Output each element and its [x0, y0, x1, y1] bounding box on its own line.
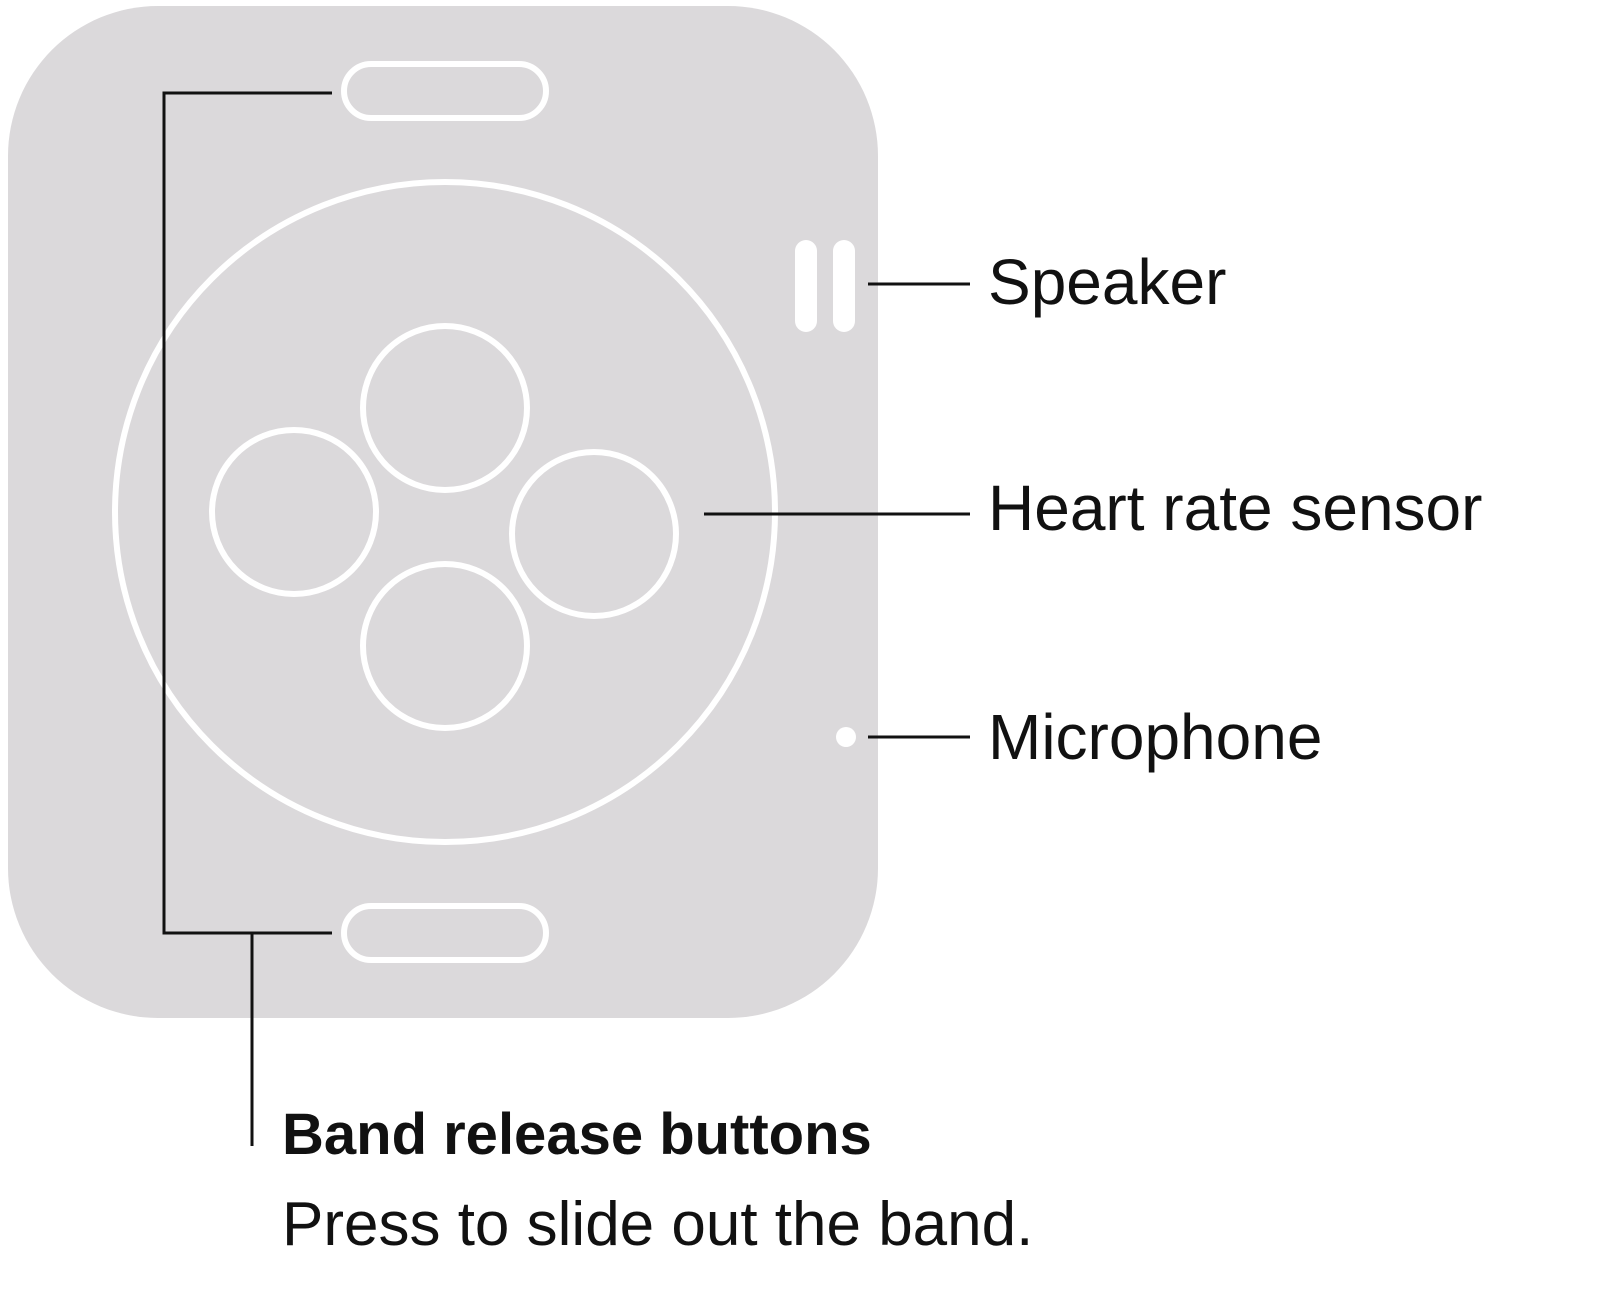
band-release-button-bottom	[341, 903, 549, 963]
microphone-label: Microphone	[988, 701, 1323, 773]
heart-rate-sensor-lens-left	[209, 427, 379, 597]
speaker-slot-right	[833, 240, 855, 332]
watch-case-back	[8, 6, 878, 1018]
speaker-label: Speaker	[988, 246, 1227, 318]
microphone-hole	[836, 727, 856, 747]
band-release-button-top	[341, 61, 549, 121]
speaker-slot-left	[795, 240, 817, 332]
band-release-buttons-description: Press to slide out the band.	[282, 1190, 1034, 1259]
heart-rate-sensor-lens-right	[509, 449, 679, 619]
heart-rate-sensor-lens-top	[360, 323, 530, 493]
sensor-ring	[112, 179, 778, 845]
heart-rate-sensor-lens-bottom	[360, 561, 530, 731]
band-release-bracket-line	[162, 91, 332, 935]
heart-rate-sensor-label: Heart rate sensor	[988, 472, 1483, 544]
band-release-buttons-title: Band release buttons	[282, 1102, 872, 1167]
